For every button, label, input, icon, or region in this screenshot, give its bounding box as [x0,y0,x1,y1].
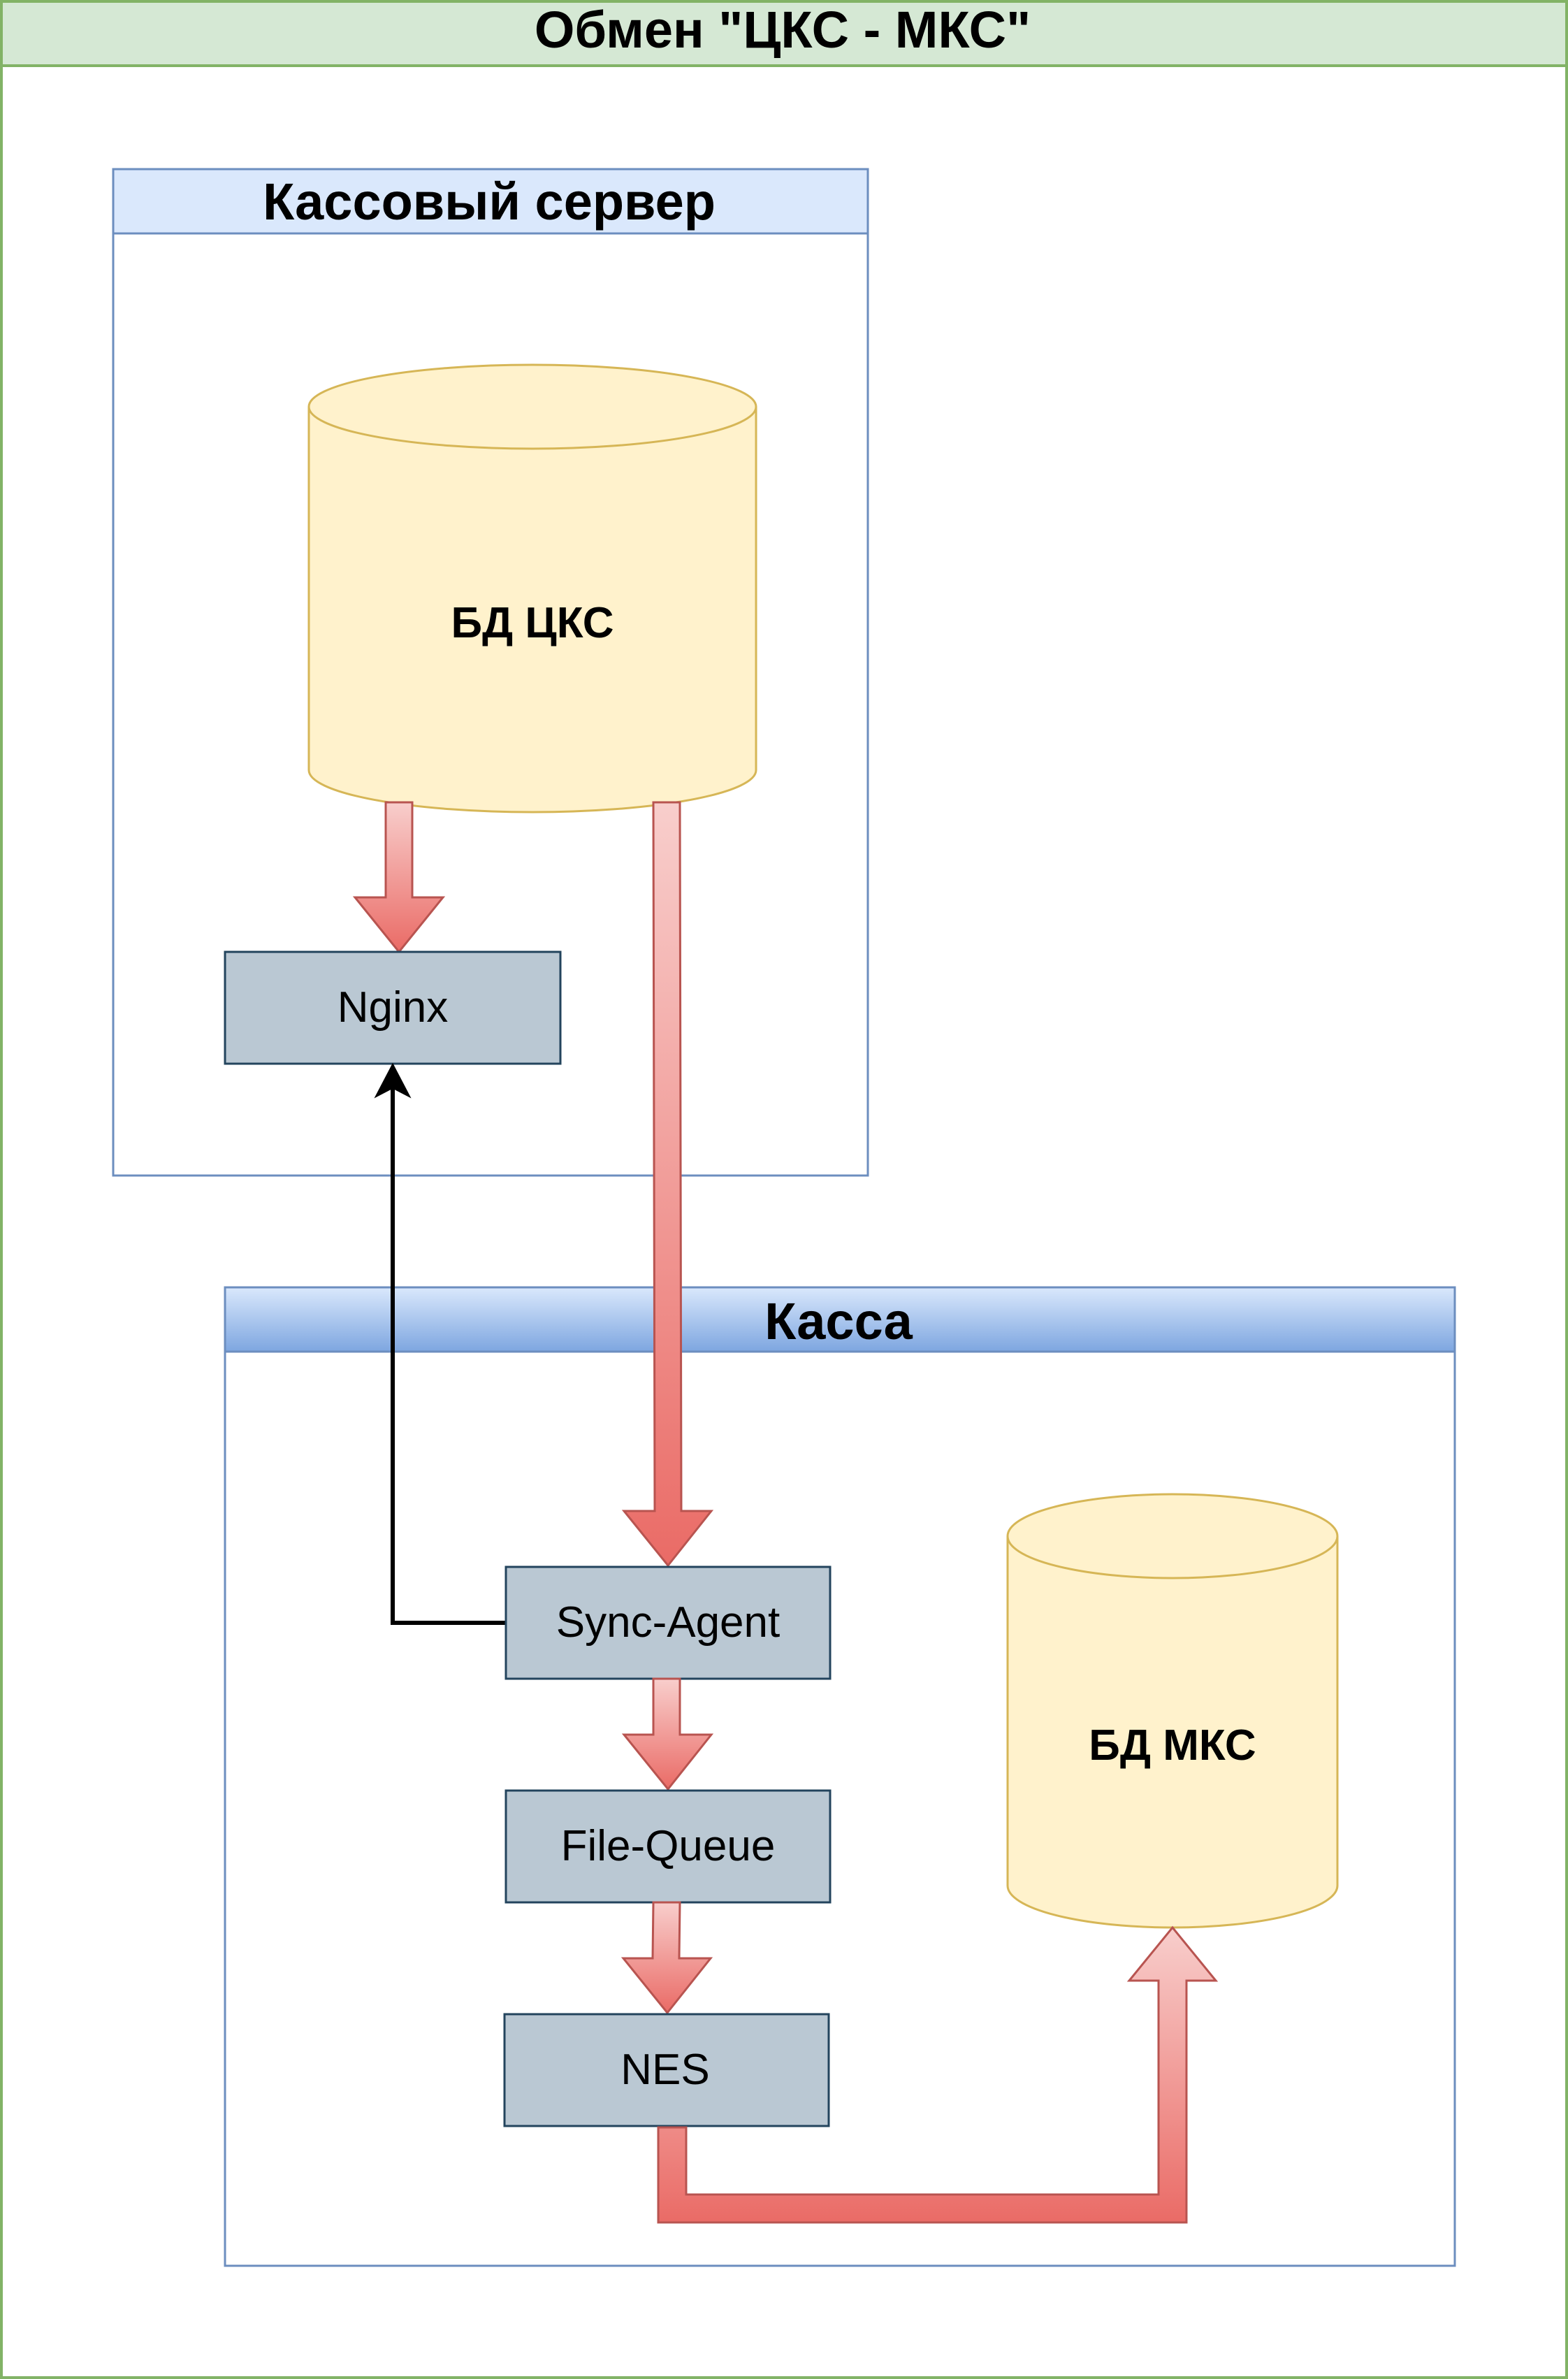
arrow-sync-agent-to-file-queue [621,1677,714,1791]
group-kassa: Касса [224,1286,1456,2267]
db-cks-label: БД ЦКС [451,599,614,647]
node-nes: NES [503,2013,830,2127]
arrow-db-cks-to-nginx [352,801,446,954]
db-mks-label: БД МКС [1089,1721,1256,1770]
db-mks-cylinder: БД МКС [1006,1493,1339,1929]
node-nginx-label: Nginx [337,983,449,1032]
node-sync-agent: Sync-Agent [504,1565,832,1680]
arrow-nes-to-db-mks [657,1925,1219,2224]
outer-header [0,0,1568,67]
node-nes-label: NES [620,2046,709,2094]
node-sync-agent-label: Sync-Agent [556,1598,781,1647]
group-cash-server: Кассовый сервер [112,168,869,1177]
arrow-file-queue-to-nes [620,1901,713,2015]
group-cash-server-header [112,168,869,235]
arrow-db-cks-to-sync-agent [621,801,714,1568]
group-kassa-title: Касса [764,1292,913,1350]
node-nginx: Nginx [224,950,562,1065]
connector-arrowhead [374,1062,412,1099]
node-file-queue-label: File-Queue [561,1822,776,1870]
node-file-queue: File-Queue [504,1789,832,1904]
group-cash-server-title: Кассовый сервер [263,173,716,231]
diagram-title: Обмен "ЦКС - МКС" [535,1,1031,59]
db-cks-cylinder: БД ЦКС [307,363,757,814]
group-kassa-header [224,1286,1456,1353]
connector-sync-agent-to-nginx [391,1080,506,1625]
